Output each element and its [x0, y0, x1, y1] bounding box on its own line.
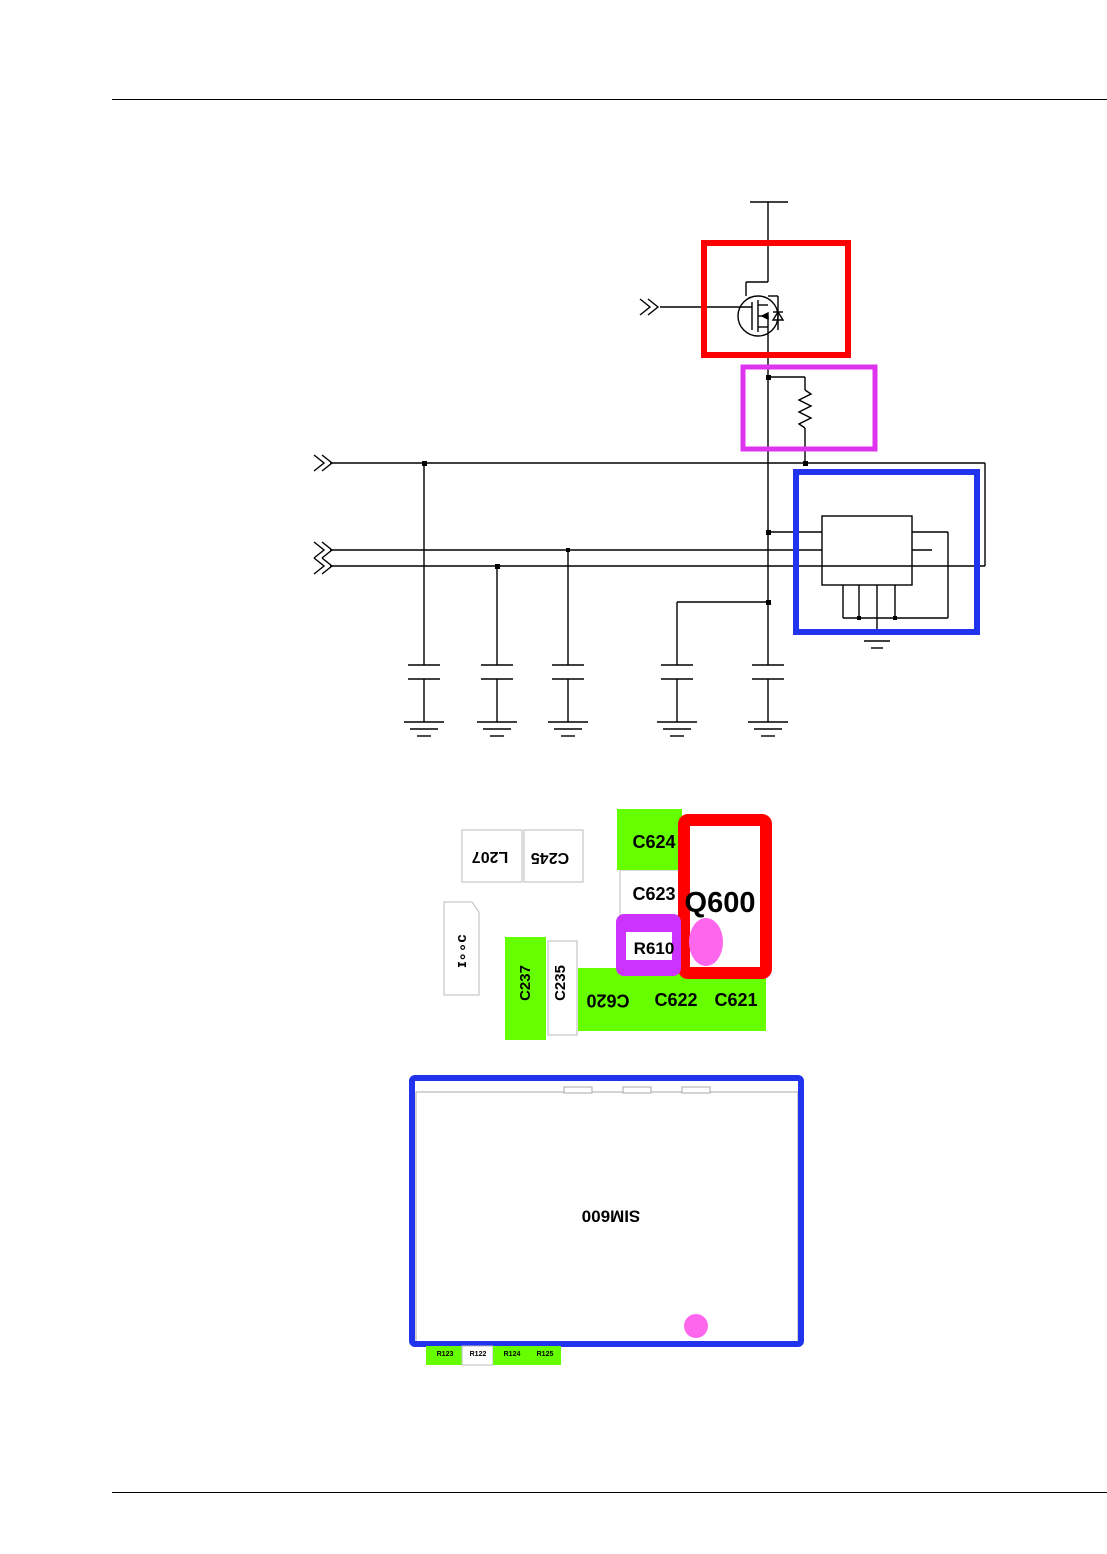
l207-part [461, 829, 523, 883]
sim600-layout-highlight [409, 1075, 804, 1347]
label-r124: R124 [504, 1351, 521, 1358]
q600-schematic-highlight [701, 240, 851, 358]
footer-rule [112, 1492, 1107, 1493]
sim600-part [415, 1091, 799, 1346]
c624-pad [617, 809, 682, 870]
sim-schematic-highlight [793, 469, 980, 635]
label-sim600: SIM600 [582, 1207, 641, 1226]
label-c235: C235 [552, 965, 569, 1001]
resistor-symbol [768, 376, 813, 463]
mosfet-symbol [737, 281, 785, 337]
label-c237: C237 [517, 965, 534, 1001]
net-1-connector [313, 454, 326, 472]
label-q600: Q600 [685, 887, 756, 919]
net-3-connector [313, 557, 326, 575]
capacitor-5 [748, 664, 788, 737]
header-rule [112, 99, 1107, 100]
label-c623: C623 [632, 884, 675, 904]
label-l207: L207 [472, 848, 509, 865]
label-misc-part: ɔ∘∘ɪ [454, 934, 471, 967]
c245-part [523, 829, 584, 883]
capacitor-2 [477, 664, 517, 737]
r610-schematic-highlight [740, 364, 878, 452]
r124-r125-pad [493, 1346, 561, 1365]
label-c620: C620 [586, 990, 629, 1010]
q600-layout-highlight [678, 814, 772, 979]
label-r123: R123 [437, 1351, 454, 1358]
capacitor-1 [404, 664, 444, 737]
r610-part [626, 932, 672, 960]
label-r125: R125 [537, 1351, 554, 1358]
label-c245: C245 [531, 849, 569, 866]
label-c621: C621 [714, 990, 757, 1010]
c237-pad [505, 937, 546, 1040]
label-r610: R610 [634, 939, 675, 958]
capacitor-3 [548, 664, 588, 737]
pcb-layout [409, 809, 804, 1366]
sim-holder-symbol [821, 515, 913, 586]
junction-dots [422, 375, 897, 620]
r123-pad [426, 1346, 462, 1365]
sim600-probe-point [684, 1314, 708, 1338]
q600-probe-point [689, 918, 723, 966]
misc-part [443, 901, 480, 996]
capacitor-4 [657, 664, 697, 737]
label-c624: C624 [632, 832, 675, 852]
label-r122: R122 [470, 1351, 487, 1358]
gate-connector [639, 298, 652, 316]
net-2-connector [313, 541, 326, 559]
c235-part [547, 940, 578, 1036]
label-c622: C622 [654, 990, 697, 1010]
